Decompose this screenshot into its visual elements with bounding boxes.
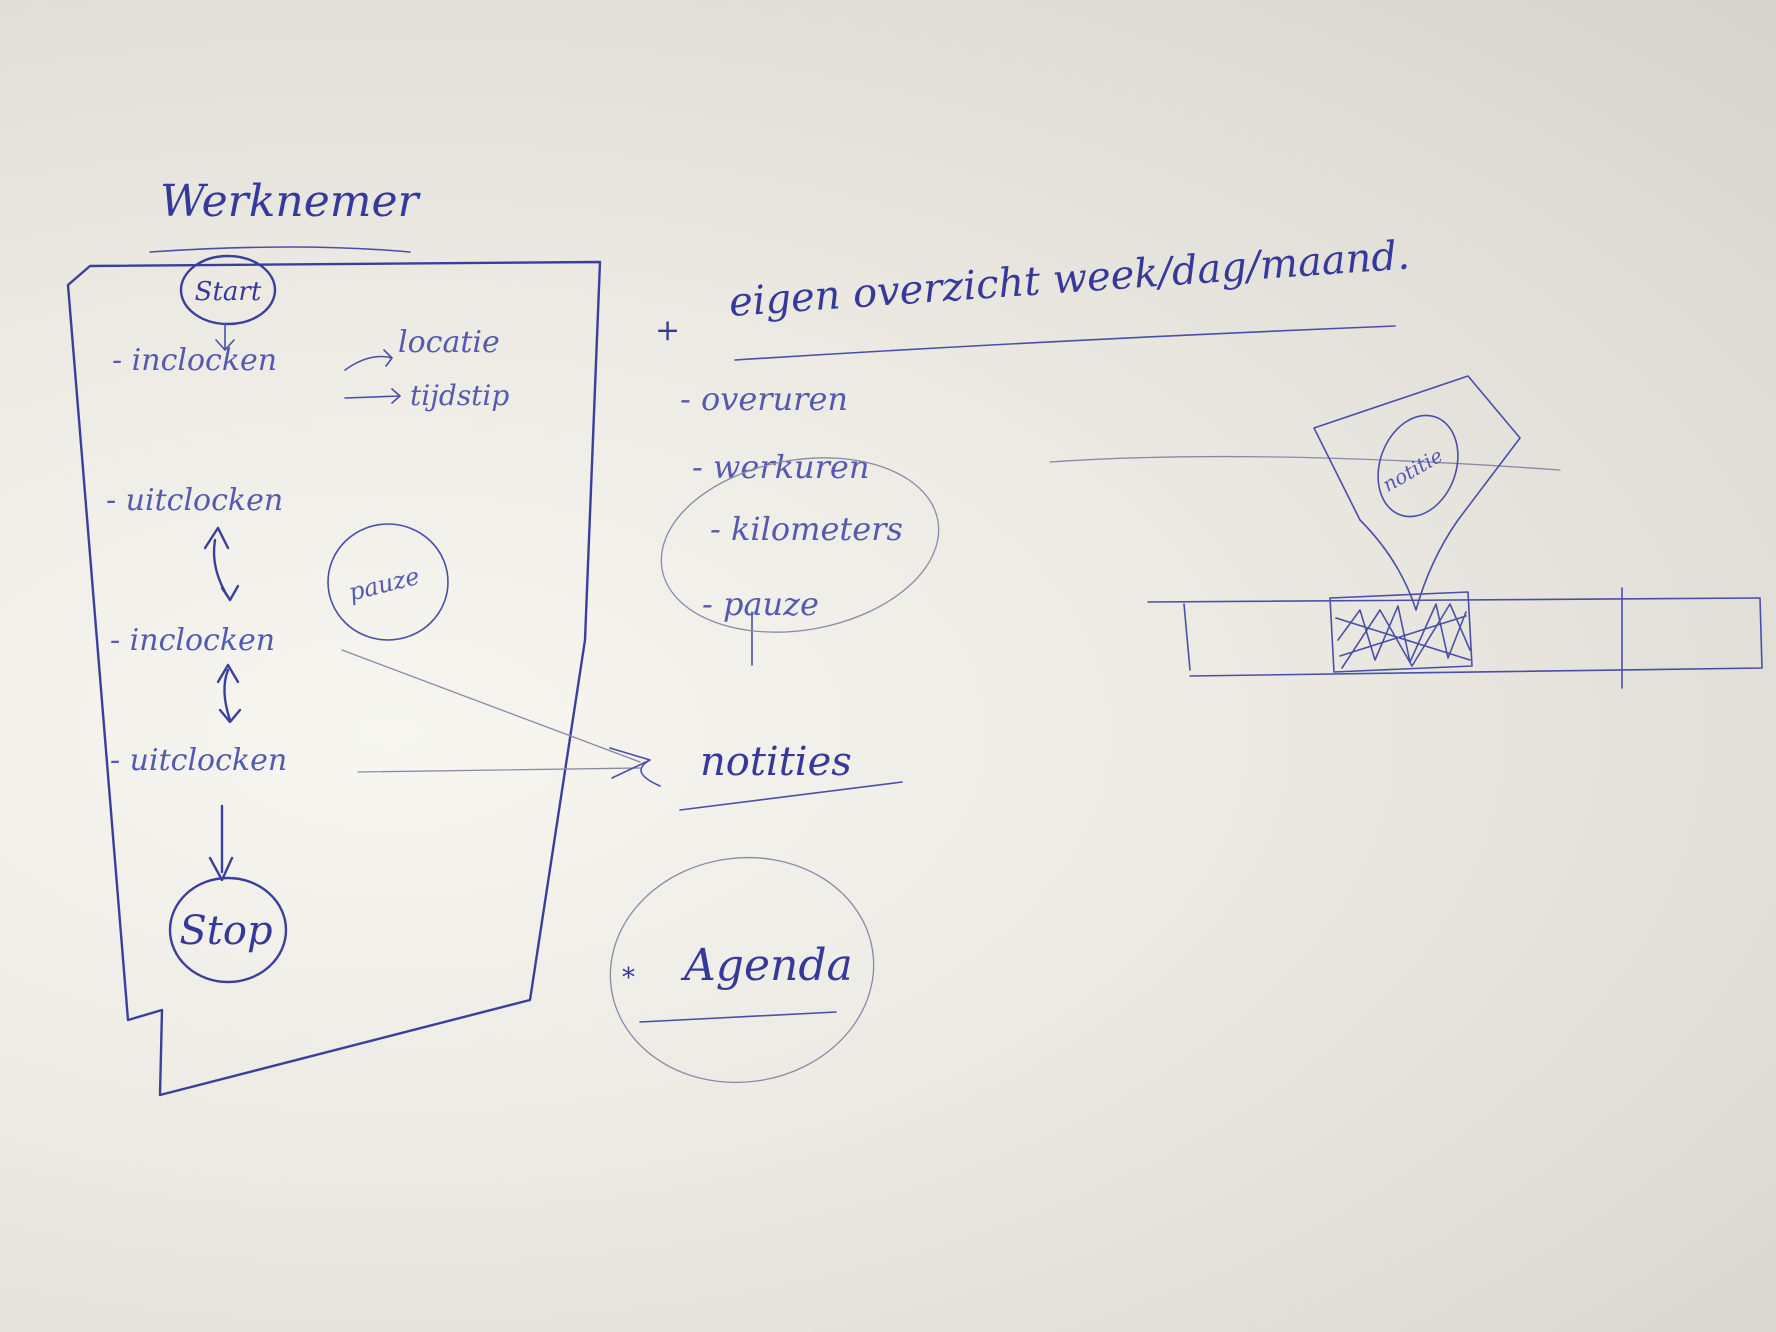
agenda-underline <box>639 1011 837 1023</box>
title-underline <box>149 246 411 253</box>
overview-item-kilometers: - kilometers <box>710 510 903 548</box>
agenda-node: * Agenda <box>609 856 875 1084</box>
timeline-selected-segment <box>1335 603 1471 669</box>
toggle-arrow-2 <box>216 663 242 724</box>
step-clock-out-1: - uitclocken <box>106 483 283 518</box>
step-clock-in-2: - inclocken <box>110 623 275 658</box>
phone-frame <box>66 260 602 1097</box>
notes-label: notities <box>700 739 852 785</box>
overview-underline <box>734 325 1396 361</box>
step-clock-out-2: - uitclocken <box>110 743 287 778</box>
pause-to-notes-line <box>341 649 641 763</box>
agenda-star: * <box>622 963 635 993</box>
start-arrow <box>215 323 235 351</box>
note-popup: notitie <box>1313 375 1521 611</box>
overview-item-pauze: - pauze <box>702 585 819 623</box>
overview-item-werkuren: - werkuren <box>692 448 869 486</box>
pause-node: pauze <box>327 523 449 641</box>
timeline-bar <box>1147 587 1763 689</box>
overview-highlight-ellipse <box>660 457 940 633</box>
pause-label: pauze <box>346 562 423 607</box>
arrow-locatie <box>344 349 393 371</box>
agenda-label: Agenda <box>680 940 853 991</box>
popup-label: notitie <box>1378 443 1447 497</box>
arrow-tijdstip <box>344 388 401 404</box>
start-label: Start <box>195 277 262 307</box>
overview-item-overuren: - overuren <box>680 380 848 418</box>
overview-heading: eigen overzicht week/dag/maand. <box>727 233 1411 326</box>
notes-underline <box>679 781 903 811</box>
stop-arrow <box>208 804 234 882</box>
overview-star: + <box>655 313 680 348</box>
step-clock-in-1: - inclocken <box>112 343 277 378</box>
stop-node: Stop <box>168 876 288 984</box>
title-werknemer: Werknemer <box>160 176 422 227</box>
stop-label: Stop <box>179 908 272 954</box>
faint-guide-line <box>1049 455 1561 471</box>
side-item-locatie: locatie <box>398 325 500 360</box>
start-node: Start <box>179 254 277 326</box>
notes-arrowhead <box>609 747 661 787</box>
side-item-tijdstip: tijdstip <box>410 379 509 412</box>
toggle-arrow-1 <box>203 526 240 602</box>
clockout-to-notes-line <box>357 767 641 773</box>
